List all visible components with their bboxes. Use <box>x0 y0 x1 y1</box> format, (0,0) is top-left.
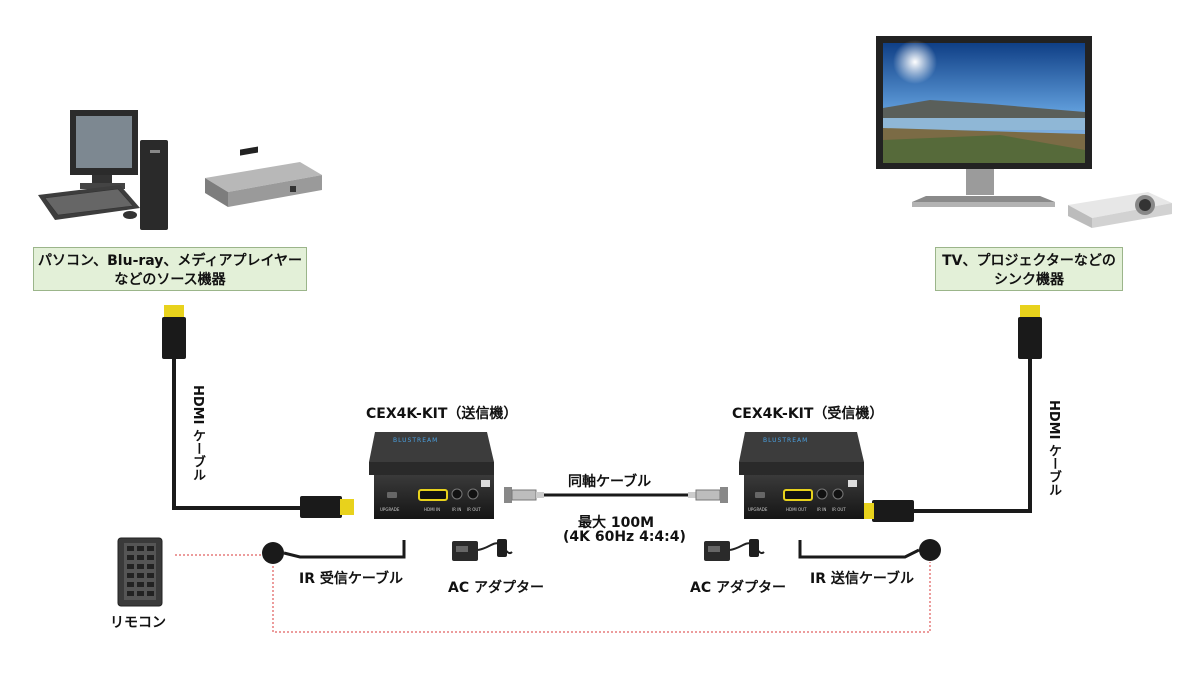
sink-devices-label-box: TV、プロジェクターなどの シンク機器 <box>935 247 1123 291</box>
ir-receiver-cable-label: IR 受信ケーブル <box>299 571 404 587</box>
remote-button <box>127 546 134 551</box>
tx-brand-text: BLUSTREAM <box>393 437 439 444</box>
remote-button <box>137 555 144 560</box>
remote-button <box>137 564 144 569</box>
left-hdmi-cable <box>162 305 354 518</box>
right-hdmi-cable <box>862 305 1042 522</box>
remote-button <box>127 573 134 578</box>
remote-button <box>137 591 144 596</box>
transmitter-unit <box>369 432 494 519</box>
remote-button <box>127 564 134 569</box>
rx-port-irout: IR OUT <box>832 507 846 512</box>
remote-button <box>127 591 134 596</box>
ir-transmitter-cable <box>798 539 941 561</box>
rx-port-hdmi: HDMI OUT <box>786 507 807 512</box>
tx-port-irin: IR IN <box>452 507 462 512</box>
ir-signal-path <box>175 554 931 633</box>
coax-cable-label: 同軸ケーブル <box>568 474 652 490</box>
remote-button <box>147 582 154 587</box>
ac-adapter-left-icon <box>452 539 513 561</box>
sink-devices-line1: TV、プロジェクターなどの <box>942 253 1116 269</box>
sink-devices-line2: シンク機器 <box>994 272 1064 288</box>
receiver-title: CEX4K-KIT（受信機） <box>732 406 884 422</box>
rx-port-irin: IR IN <box>817 507 827 512</box>
desktop-computer-icon <box>38 110 168 230</box>
remote-button <box>147 573 154 578</box>
right-hdmi-cable-label: HDMI ケーブル <box>1046 400 1061 496</box>
rx-brand-text: BLUSTREAM <box>763 437 809 444</box>
remote-buttons <box>127 546 154 596</box>
remote-button <box>127 555 134 560</box>
tv-monitor-icon <box>876 36 1092 207</box>
ac-adapter-left-label: AC アダプター <box>448 580 544 596</box>
tx-port-irout: IR OUT <box>467 507 481 512</box>
ac-adapter-right-icon <box>704 539 765 561</box>
source-devices-line1: パソコン、Blu-ray、メディアプレイヤー <box>37 253 303 269</box>
ir-transmitter-cable-label: IR 送信ケーブル <box>810 571 915 587</box>
remote-button <box>137 582 144 587</box>
remote-button <box>127 582 134 587</box>
source-devices-label-box: パソコン、Blu-ray、メディアプレイヤー などのソース機器 <box>33 247 307 291</box>
ir-receiver-cable <box>262 540 406 564</box>
transmitter-title: CEX4K-KIT（送信機） <box>366 406 518 422</box>
projector-icon <box>1068 192 1172 228</box>
remote-button <box>137 546 144 551</box>
tx-port-upgrade: UPGRADE <box>380 507 400 512</box>
coax-spec-label: (4K 60Hz 4:4:4) <box>563 529 686 545</box>
remote-button <box>147 564 154 569</box>
left-hdmi-cable-label: HDMI ケーブル <box>190 385 205 481</box>
bluray-player-icon <box>205 146 322 207</box>
tx-port-hdmi: HDMI IN <box>424 507 441 512</box>
coaxial-cable <box>504 487 728 503</box>
remote-control-label: リモコン <box>110 615 166 631</box>
ac-adapter-right-label: AC アダプター <box>690 580 786 596</box>
coax-distance-label: 最大 100M <box>578 515 655 531</box>
remote-button <box>147 546 154 551</box>
rx-port-upgrade: UPGRADE <box>748 507 768 512</box>
source-devices-line2: などのソース機器 <box>114 272 226 288</box>
remote-button <box>147 555 154 560</box>
remote-button <box>137 573 144 578</box>
receiver-unit <box>739 432 864 519</box>
remote-button <box>147 591 154 596</box>
